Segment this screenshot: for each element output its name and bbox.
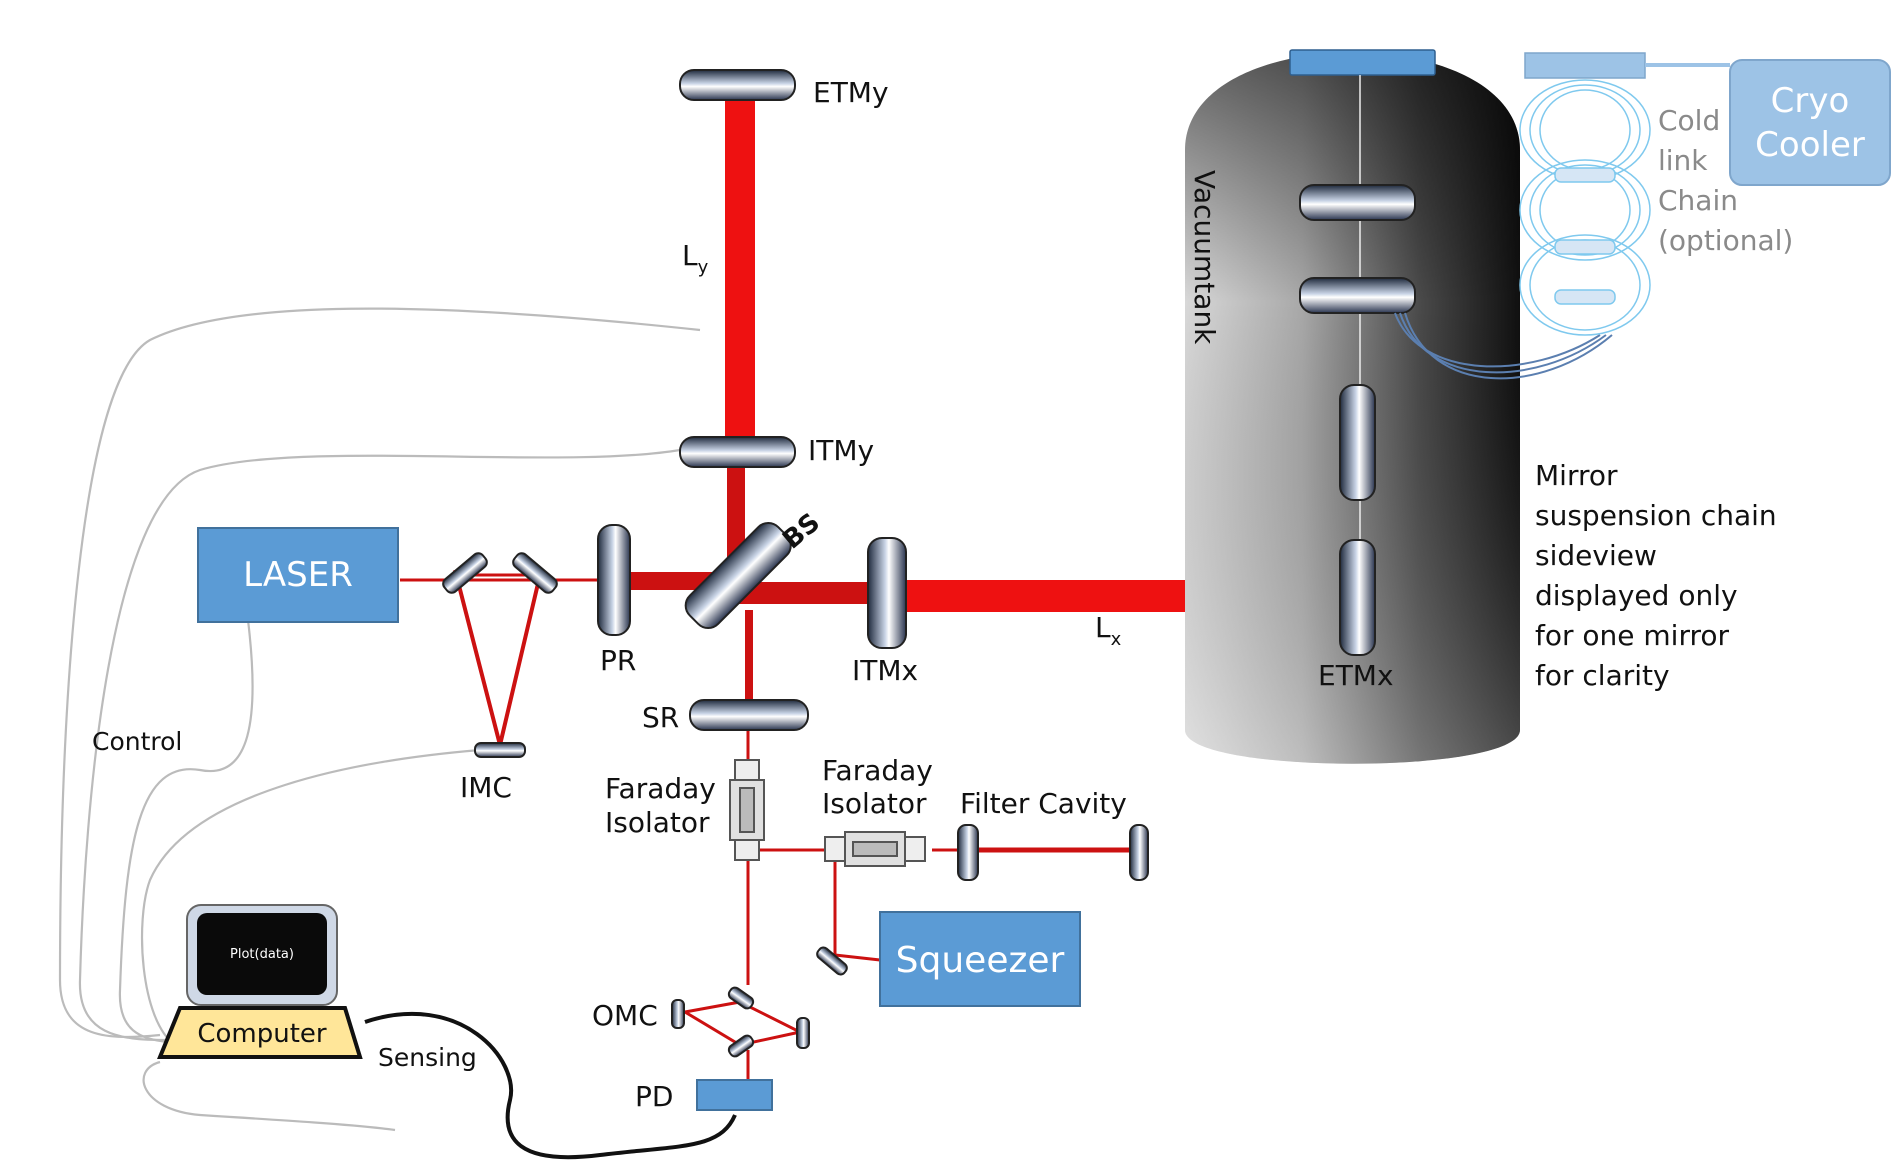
faraday-isolator-1 <box>729 759 765 861</box>
squeezer-mirror <box>816 946 848 976</box>
tank-top-mount <box>1289 49 1436 76</box>
mirror-note-line-1: Mirror <box>1535 459 1618 492</box>
omc-label: OMC <box>592 999 658 1032</box>
cryo-label-2: Cooler <box>1755 125 1865 165</box>
filter-cavity-mirror-1 <box>957 824 979 881</box>
sensing-label: Sensing <box>378 1043 477 1072</box>
sensing-cable <box>364 1011 737 1160</box>
sr-mirror <box>689 699 809 731</box>
cold-link-label-4: (optional) <box>1658 224 1793 257</box>
faraday1-label-line2: Isolator <box>605 806 710 839</box>
pr-label: PR <box>600 644 636 677</box>
squeezer-box <box>879 911 1081 1007</box>
omc-mirror-2 <box>727 986 755 1010</box>
omc-mirror-4 <box>727 1034 755 1058</box>
ly-label: Ly <box>682 239 709 278</box>
beam-y-arm <box>725 100 755 440</box>
faraday1-label-line1: Faraday <box>605 772 716 805</box>
imc-mirror-1 <box>442 552 488 594</box>
itmy-mirror <box>679 436 796 468</box>
beam-bs-sr <box>745 610 753 700</box>
cable-bottom <box>142 1060 396 1132</box>
control-label: Control <box>92 727 182 756</box>
itmx-label: ITMx <box>852 654 918 687</box>
filter-cavity-label: Filter Cavity <box>960 787 1127 820</box>
omc-mirror-1 <box>671 999 685 1029</box>
mirrors <box>442 69 1149 1058</box>
vacuumtank-label: Vacuumtank <box>1188 170 1221 345</box>
laser-label: LASER <box>243 555 353 595</box>
imc-label: IMC <box>460 771 512 804</box>
cable-to-laser <box>118 619 254 1044</box>
squeezer-label: Squeezer <box>896 940 1065 981</box>
itmx-mirror <box>867 537 907 649</box>
cryo-cooler-box <box>1729 59 1891 186</box>
control-cables <box>58 307 701 1132</box>
screen-text: Plot(data) <box>230 947 294 962</box>
laser-box <box>197 527 399 623</box>
pr-mirror <box>597 524 631 636</box>
monitor-screen <box>197 913 327 995</box>
suspension-mass-3 <box>1339 384 1376 501</box>
sr-label: SR <box>642 701 679 734</box>
vacuum-tank <box>1185 49 1613 764</box>
suspension-mass-2 <box>1299 277 1416 314</box>
cold-link-label-3: Chain <box>1658 184 1738 217</box>
faraday2-label-line1: Faraday <box>822 754 933 787</box>
computer <box>157 904 363 1059</box>
bs-mirror <box>684 521 792 630</box>
etmx-mirror <box>1339 539 1376 656</box>
faraday-isolator-2 <box>824 831 926 867</box>
cable-to-itmy <box>78 448 681 1042</box>
itmy-label: ITMy <box>808 434 874 467</box>
mirror-note-line-3: sideview <box>1535 539 1657 572</box>
computer-label: Computer <box>197 1019 327 1049</box>
cold-link-label-2: link <box>1658 144 1708 177</box>
cold-link-mount <box>1524 52 1646 79</box>
mirror-note-line-6: for clarity <box>1535 659 1670 692</box>
pd-label: PD <box>635 1080 673 1113</box>
beam-imc <box>453 569 542 746</box>
cable-to-imc <box>140 748 481 1046</box>
beam-bs-itmx <box>735 582 875 604</box>
etmx-label: ETMx <box>1318 659 1394 692</box>
imc-mirror-2 <box>512 552 558 594</box>
mirror-note-line-4: displayed only <box>1535 579 1738 612</box>
cold-link-wire <box>1394 312 1601 368</box>
mirror-note-line-5: for one mirror <box>1535 619 1730 652</box>
etmy-mirror <box>679 69 796 101</box>
omc-mirror-3 <box>796 1017 810 1049</box>
lx-label: Lx <box>1095 611 1122 650</box>
cable-to-ly <box>58 307 701 1039</box>
mirror-note-line-2: suspension chain <box>1535 499 1777 532</box>
filter-cavity-mirror-2 <box>1129 824 1149 881</box>
cryo-label-1: Cryo <box>1771 81 1850 121</box>
imc-mirror-3 <box>474 742 526 758</box>
cold-link-label-1: Cold <box>1658 104 1720 137</box>
cold-link-chain <box>1519 52 1730 336</box>
beam-pr-bs <box>605 572 725 590</box>
suspension-mass-1 <box>1299 184 1416 221</box>
pd-box <box>696 1079 773 1111</box>
faraday2-label-line2: Isolator <box>822 787 927 820</box>
computer-base <box>157 1006 363 1059</box>
etmy-label: ETMy <box>813 76 889 109</box>
